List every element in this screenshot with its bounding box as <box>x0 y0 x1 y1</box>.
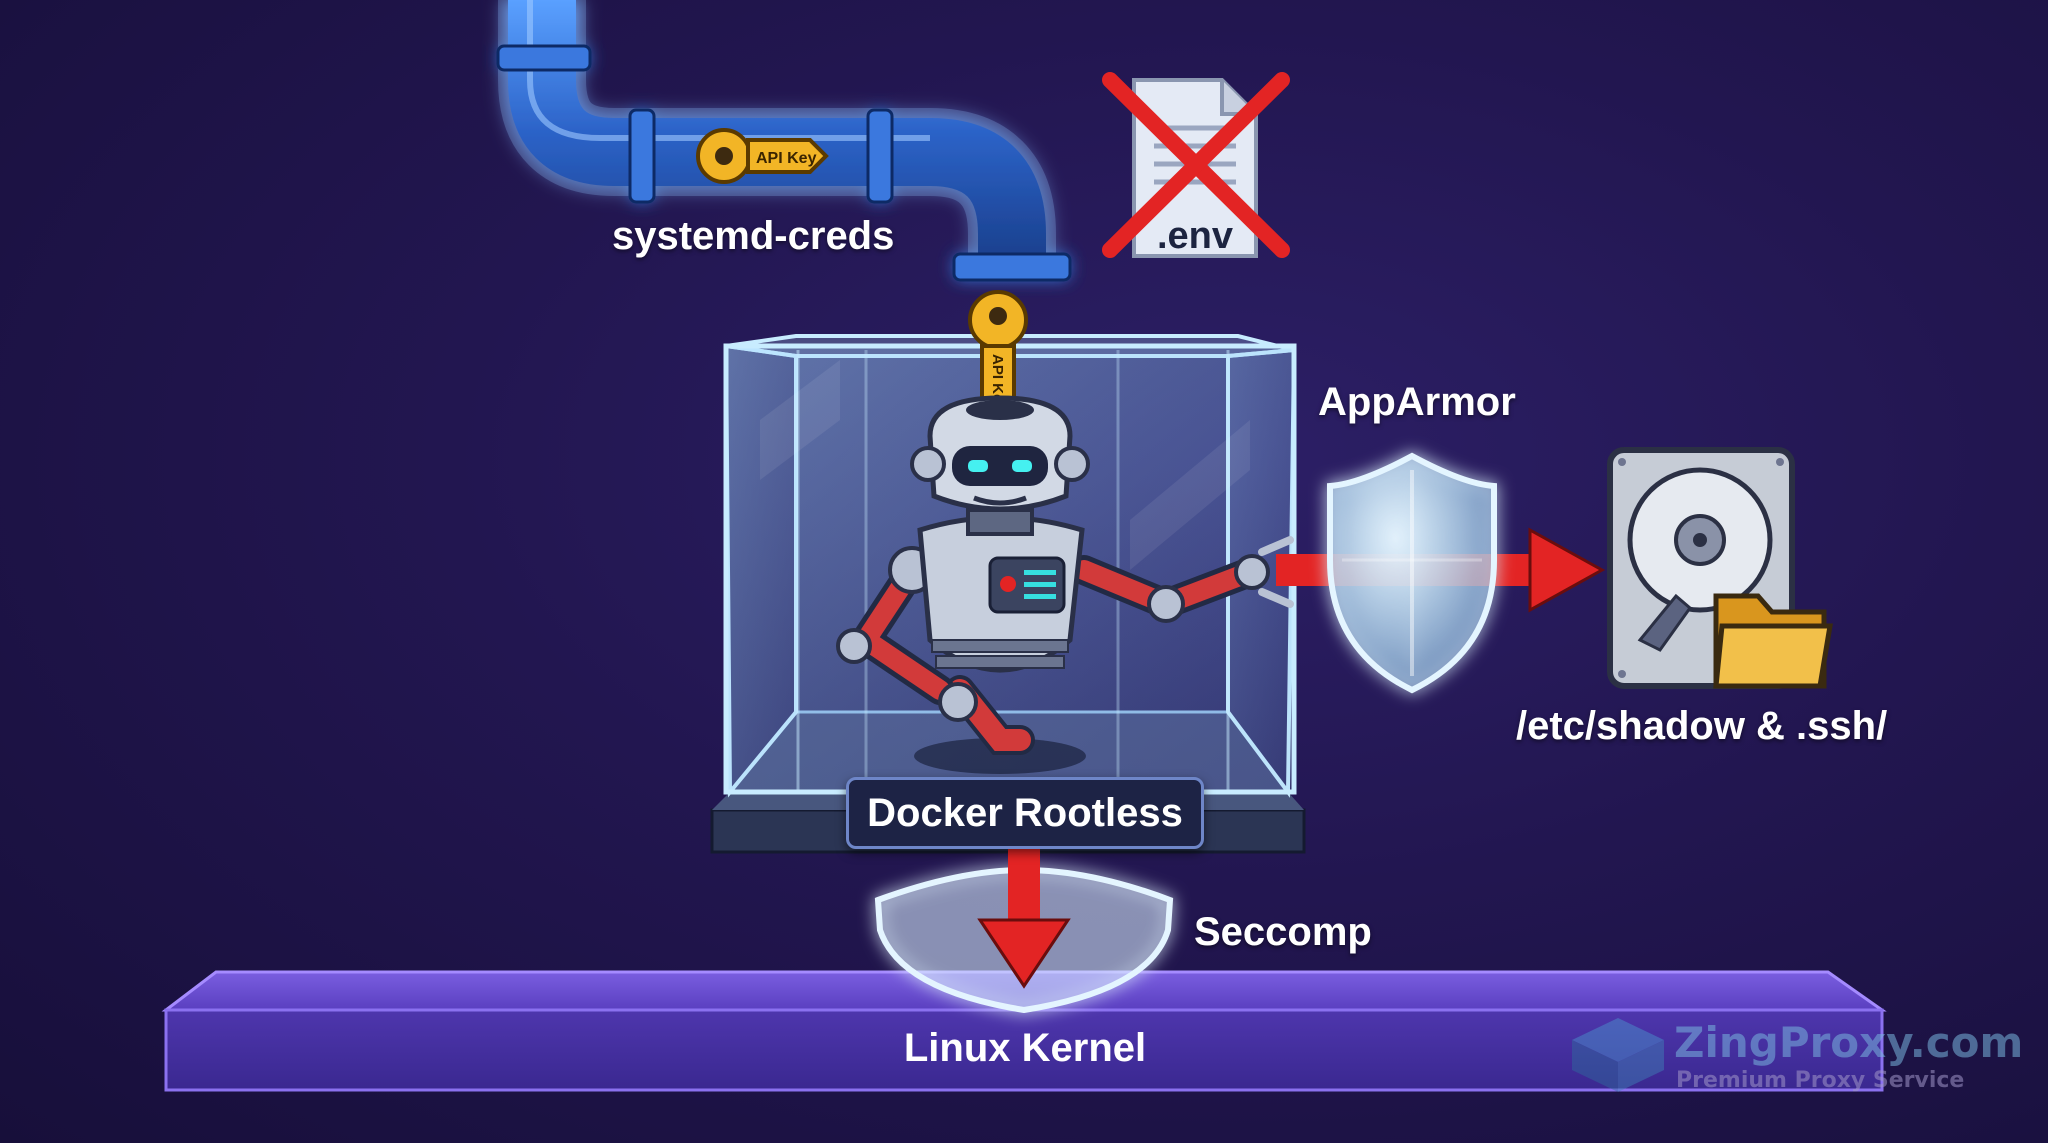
env-file-label: .env <box>1157 215 1233 257</box>
watermark-title: ZingProxy.com <box>1674 1018 2024 1067</box>
red-x-icon <box>1102 72 1290 258</box>
pipe-icon <box>496 0 1072 282</box>
folder-icon <box>1713 593 1833 689</box>
watermark-subtitle: Premium Proxy Service <box>1676 1068 1965 1093</box>
apparmor-label: AppArmor <box>1318 380 1516 424</box>
shield-icon <box>1327 452 1497 694</box>
protected-paths-label: /etc/shadow & .ssh/ <box>1516 704 1888 748</box>
key-icon <box>696 128 829 184</box>
linux-kernel-label: Linux Kernel <box>903 1026 1147 1070</box>
robot-icon <box>836 395 1294 774</box>
key-tag-label: API Key <box>756 150 817 167</box>
hard-drive-icon <box>1607 447 1795 689</box>
systemd-creds-label: systemd-creds <box>612 214 895 258</box>
seccomp-label: Seccomp <box>1194 910 1372 954</box>
watermark-logo-icon <box>1572 1018 1664 1092</box>
docker-rootless-label: Docker Rootless <box>846 777 1204 849</box>
kernel-platform <box>161 970 1887 1092</box>
arrow-icon <box>977 846 1071 989</box>
